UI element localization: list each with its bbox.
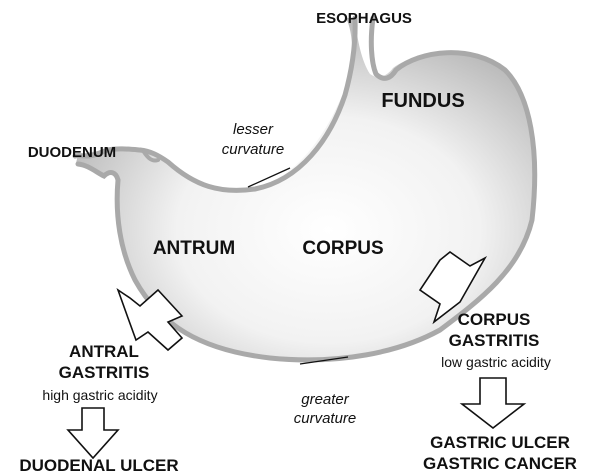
duodenum-label: DUODENUM — [28, 144, 116, 161]
esophagus-label: ESOPHAGUS — [316, 10, 412, 27]
greater-curvature-label-2: curvature — [294, 410, 357, 427]
antrum-label: ANTRUM — [153, 238, 235, 259]
antral-gastritis-subtitle: high gastric acidity — [42, 387, 157, 403]
duodenal-ulcer-label: DUODENAL ULCER — [19, 456, 178, 475]
antral-gastritis-title-1: ANTRAL — [69, 342, 139, 361]
corpus-gastritis-title-2: GASTRITIS — [449, 331, 540, 350]
antral-gastritis-title-2: GASTRITIS — [59, 363, 150, 382]
duodenal-down-arrow — [68, 408, 118, 458]
greater-curvature-label-1: greater — [301, 391, 350, 408]
lesser-curvature-label-2: curvature — [222, 141, 285, 158]
corpus-gastritis-subtitle: low gastric acidity — [441, 354, 551, 370]
lesser-curvature-label-1: lesser — [233, 121, 274, 138]
gastric-ulcer-label: GASTRIC ULCER — [430, 433, 570, 452]
gastric-cancer-label: GASTRIC CANCER — [423, 454, 577, 473]
corpus-gastritis-title-1: CORPUS — [458, 310, 531, 329]
corpus-label: CORPUS — [302, 238, 383, 259]
fundus-label: FUNDUS — [381, 90, 464, 112]
gastric-down-arrow — [462, 378, 524, 428]
